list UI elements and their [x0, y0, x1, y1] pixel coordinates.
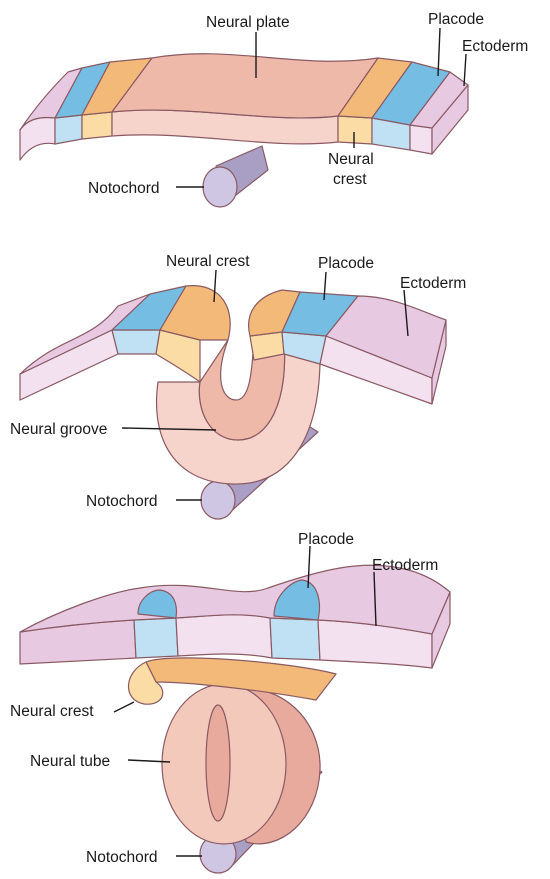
neural-crest-band — [127, 657, 337, 705]
ectoderm-side-right — [409, 124, 433, 155]
ectoderm-top-right — [325, 295, 447, 379]
notochord-end — [202, 166, 238, 208]
plate-top-1 — [19, 53, 469, 131]
label-ectoderm: Ectoderm — [372, 557, 438, 574]
panel-neural-groove: Neural crest Placode Ectoderm Neural gro… — [10, 253, 466, 520]
label-ectoderm: Ectoderm — [400, 275, 466, 292]
label-neural-plate: Neural plate — [206, 14, 290, 31]
crest-band-left — [127, 661, 164, 705]
crest-side-left — [155, 329, 201, 383]
ectoderm-side-middle — [175, 614, 273, 659]
neural-plate-top — [111, 53, 379, 119]
notochord-1 — [202, 145, 269, 208]
leader-lines-1 — [176, 27, 467, 188]
ectoderm-top-left — [19, 67, 83, 131]
label-placode: Placode — [298, 531, 354, 548]
left-fold-2 — [19, 285, 231, 401]
crest-top-right — [248, 289, 301, 337]
label-neural-groove: Neural groove — [10, 421, 107, 438]
neural-tube — [161, 683, 321, 845]
crest-side-left — [81, 111, 113, 140]
leader-lines-2 — [121, 269, 409, 501]
label-neural-tube: Neural tube — [30, 753, 110, 770]
label-notochord: Notochord — [86, 493, 158, 510]
ectoderm-sheet-3 — [19, 591, 451, 669]
notochord-end — [200, 480, 236, 520]
placode-side-left — [111, 329, 161, 355]
crest-side-right — [337, 115, 373, 145]
neural-tube-lumen — [205, 704, 231, 822]
crest-top-left — [159, 285, 231, 341]
right-fold-2 — [248, 289, 447, 405]
label-notochord: Notochord — [86, 849, 158, 866]
ectoderm-top-3 — [19, 564, 451, 635]
plate-side-1 — [19, 84, 469, 161]
label-neural-crest-line1: Neural — [328, 151, 374, 168]
label-neural-crest-line2: crest — [333, 171, 367, 188]
leader-lines-3 — [113, 545, 377, 857]
crest-band-top — [145, 657, 337, 701]
ectoderm-top-surface — [19, 564, 451, 635]
label-placode: Placode — [428, 11, 484, 28]
label-neural-crest: Neural crest — [166, 253, 250, 270]
placode-side-left — [54, 114, 83, 145]
panel-neural-tube: Placode Ectoderm Neural crest Neural tub… — [10, 531, 451, 874]
label-notochord: Notochord — [88, 180, 160, 197]
placode-side-left — [133, 617, 179, 659]
placode-side-right — [269, 617, 321, 661]
label-placode: Placode — [318, 255, 374, 272]
ectoderm-top-right — [409, 71, 469, 129]
placode-top-left — [137, 589, 178, 619]
panel-neural-plate: Neural plate Placode Ectoderm Neural cre… — [19, 11, 528, 208]
ectoderm-top-left — [19, 293, 151, 375]
label-ectoderm: Ectoderm — [462, 38, 528, 55]
placode-top-right — [273, 579, 321, 621]
label-neural-crest: Neural crest — [10, 703, 94, 720]
